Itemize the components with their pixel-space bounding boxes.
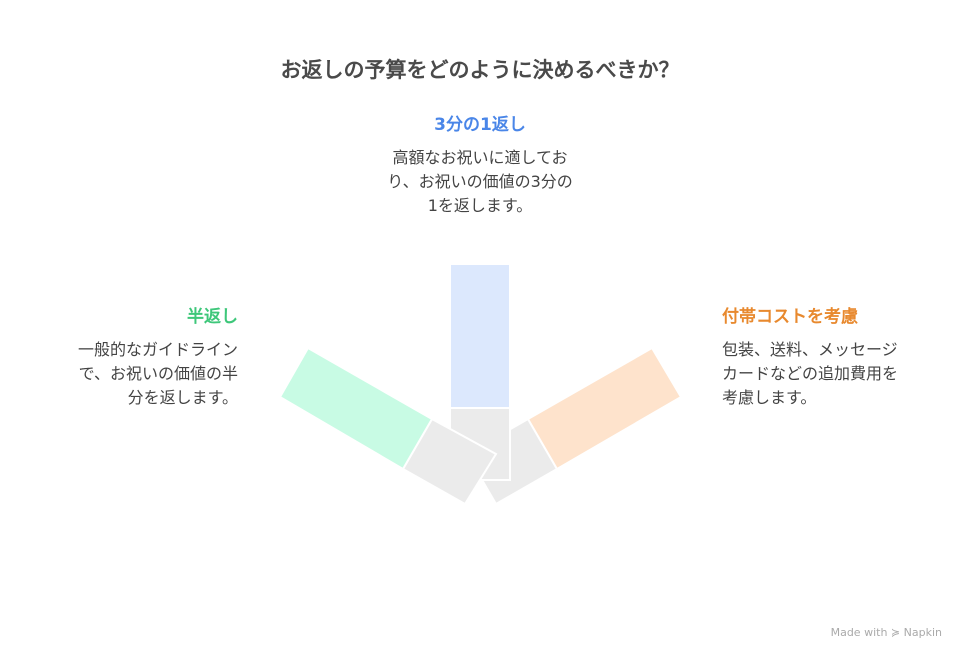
option-text-top: 高額なお祝いに適しており、お祝いの価値の3分の1を返します。 (387, 148, 573, 215)
left-bar (278, 346, 434, 471)
footer-text: Made with (830, 626, 888, 639)
center-bar (451, 265, 509, 407)
footer-credit: Made with ≽ Napkin (831, 626, 942, 639)
option-text-left: 一般的なガイドラインで、お祝いの価値の半分を返します。 (77, 340, 238, 407)
napkin-logo-icon: ≽ (890, 626, 901, 639)
option-heading-right: 付帯コストを考慮 (722, 307, 858, 327)
option-heading-left: 半返し (187, 307, 238, 327)
option-heading-top: 3分の1返し (434, 115, 526, 135)
diagram-title: お返しの予算をどのように決めるべきか？ (280, 58, 680, 82)
option-text-right: 包装、送料、メッセージカードなどの追加費用を考慮します。 (722, 340, 899, 407)
footer-brand: Napkin (903, 626, 942, 639)
right-bar (526, 346, 683, 471)
